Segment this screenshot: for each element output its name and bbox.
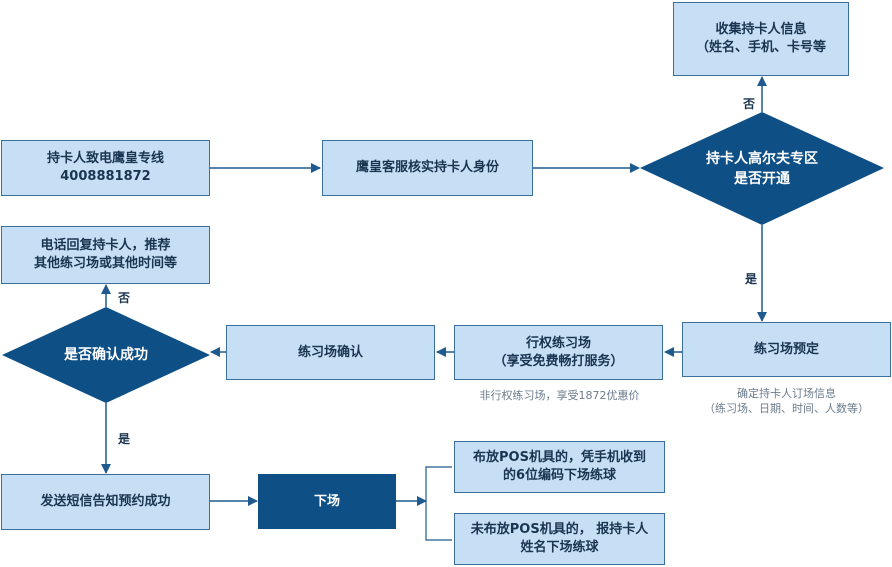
call-hotline-line2: 4008881872: [60, 169, 151, 184]
reply-recommend-line1: 电话回复持卡人，推荐: [40, 238, 171, 253]
rights-range-line2: （享受免费畅打服务）: [493, 353, 624, 369]
pos-yes-line1: 布放POS机具的，凭手机收到: [473, 450, 646, 465]
pos-no-line2: 姓名下场练球: [520, 540, 599, 555]
zone-open-line2: 是否开通: [734, 171, 790, 187]
go-field-line1: 下场: [313, 493, 340, 509]
call-hotline-line1: 持卡人致电鹰皇专线: [46, 151, 164, 166]
edge-label-no-left: 否: [118, 291, 131, 305]
pos-yes-line2: 的6位编码下场练球: [502, 468, 617, 483]
pos-no-line1: 未布放POS机具的， 报持卡人: [470, 522, 649, 537]
edge-label-yes-left: 是: [118, 432, 131, 446]
zone-open-text: 持卡人高尔夫专区 是否开通: [662, 149, 862, 189]
verify-identity-line1: 鹰皇客服核实持卡人身份: [355, 160, 499, 175]
branch-bracket: [425, 466, 452, 541]
rights-range-box: 行权练习场 （享受免费畅打服务）: [454, 325, 663, 380]
rights-range-line1: 行权练习场: [525, 335, 591, 351]
reply-recommend-box: 电话回复持卡人，推荐 其他练习场或其他时间等: [1, 226, 210, 284]
confirm-success-text: 是否确认成功: [16, 345, 196, 365]
call-hotline-box: 持卡人致电鹰皇专线 4008881872: [1, 140, 210, 196]
confirm-order-note-line2: （练习场、日期、时间、人数等）: [704, 402, 869, 415]
zone-open-line1: 持卡人高尔夫专区: [706, 151, 818, 167]
range-confirm-box: 练习场确认: [226, 325, 435, 380]
collect-info-line2: （姓名、手机、卡号等: [695, 40, 826, 55]
range-booking-box: 练习场预定: [682, 322, 891, 377]
edge-label-yes-right: 是: [745, 272, 758, 286]
reply-recommend-line2: 其他练习场或其他时间等: [33, 256, 177, 271]
range-confirm-line1: 练习场确认: [297, 344, 363, 360]
go-field-box: 下场: [258, 474, 396, 529]
collect-info-box: 收集持卡人信息 （姓名、手机、卡号等: [673, 2, 849, 76]
pos-yes-box: 布放POS机具的，凭手机收到 的6位编码下场练球: [454, 441, 665, 493]
send-sms-line1: 发送短信告知预约成功: [40, 494, 171, 509]
confirm-success-line1: 是否确认成功: [64, 347, 148, 363]
collect-info-line1: 收集持卡人信息: [715, 22, 807, 37]
range-booking-line1: 练习场预定: [753, 341, 819, 357]
confirm-order-note: 确定持卡人订场信息 （练习场、日期、时间、人数等）: [682, 386, 891, 416]
zone-open-diamond: [640, 112, 884, 225]
edge-label-no-top: 否: [743, 97, 756, 111]
verify-identity-box: 鹰皇客服核实持卡人身份: [322, 140, 533, 196]
pos-no-box: 未布放POS机具的， 报持卡人 姓名下场练球: [454, 513, 665, 565]
confirm-success-diamond: [2, 307, 210, 403]
confirm-order-note-line1: 确定持卡人订场信息: [737, 387, 836, 400]
non-rights-note: 非行权练习场，享受1872优惠价: [479, 389, 640, 402]
send-sms-box: 发送短信告知预约成功: [1, 474, 210, 530]
